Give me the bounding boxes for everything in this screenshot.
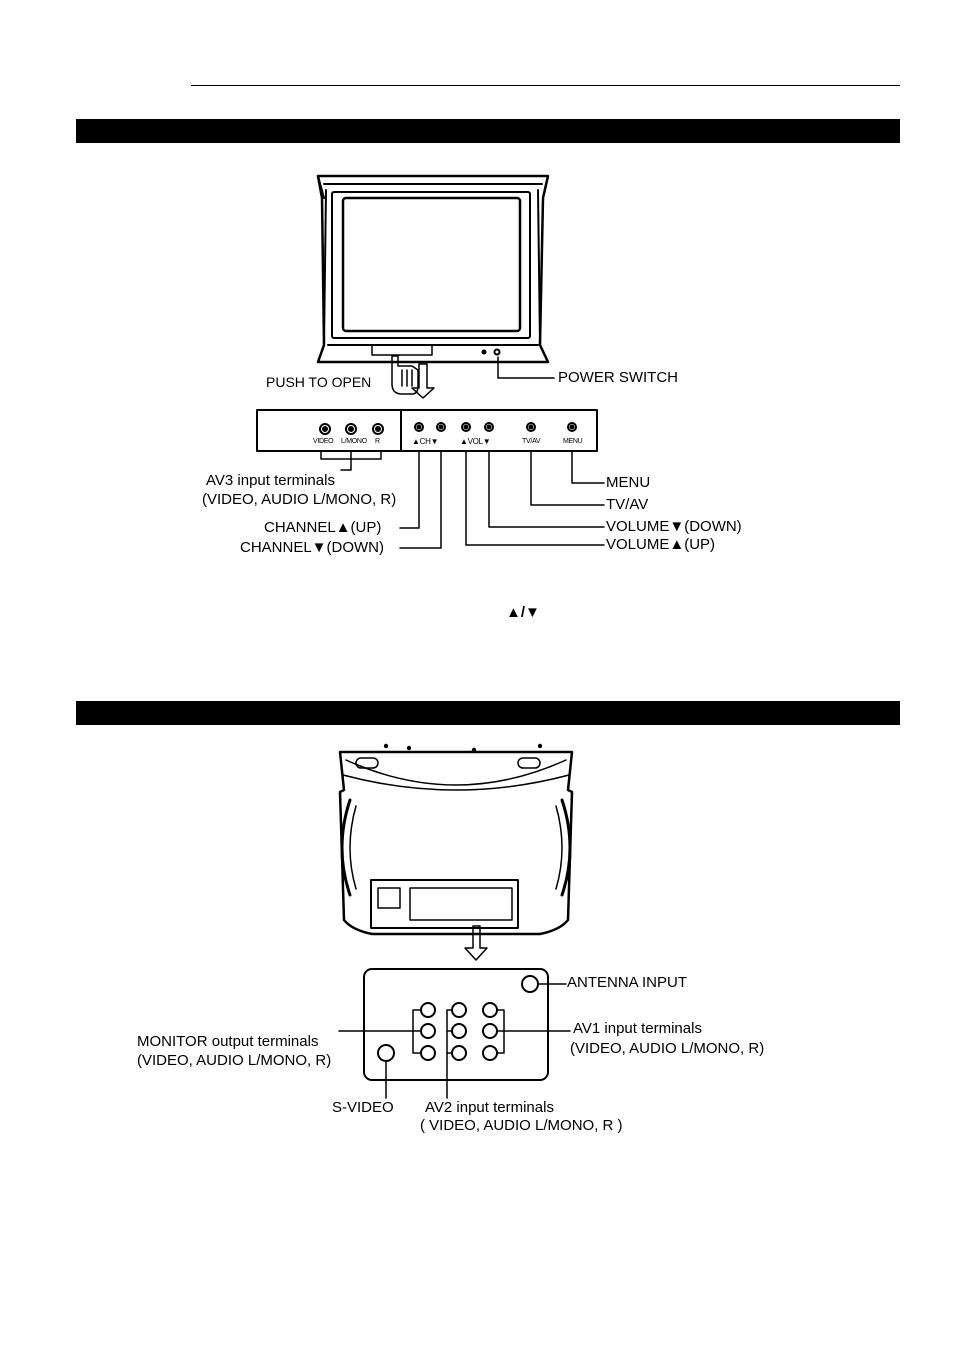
header-rule [191, 85, 900, 86]
channel-down-label: CHANNEL▼(DOWN) [240, 539, 385, 556]
tvav-label: TV/AV [606, 496, 649, 513]
av1-label-line2: (VIDEO, AUDIO L/MONO, R) [570, 1040, 765, 1057]
tv-rear-illustration [338, 750, 574, 936]
panel-video-label: VIDEO [313, 438, 334, 445]
arrows-note: ▲/▼ [506, 604, 540, 621]
front-control-panel [256, 409, 598, 452]
tv-front-illustration [316, 174, 550, 364]
monitor-label-line1: MONITOR output terminals [137, 1033, 319, 1050]
panel-tvav-label: TV/AV [522, 438, 541, 445]
hand-push-icon [391, 355, 419, 395]
antenna-input-label: ANTENNA INPUT [567, 974, 688, 991]
monitor-label-line2: (VIDEO, AUDIO L/MONO, R) [137, 1052, 332, 1069]
av2-label-line2: ( VIDEO, AUDIO L/MONO, R ) [420, 1117, 623, 1134]
volume-down-label: VOLUME▼(DOWN) [606, 518, 742, 535]
panel-r-label: R [375, 438, 380, 445]
av3-label-line2: (VIDEO, AUDIO L/MONO, R) [202, 491, 397, 508]
rear-jack-panel [363, 968, 549, 1081]
menu-label: MENU [606, 474, 651, 491]
av2-label-line1: AV2 input terminals [425, 1099, 554, 1116]
power-switch-label: POWER SWITCH [558, 369, 678, 386]
section-bar-rear [76, 701, 900, 725]
av3-label-line1: AV3 input terminals [206, 472, 335, 489]
panel-lmono-label: L/MONO [341, 438, 367, 445]
s-video-label: S-VIDEO [332, 1099, 394, 1116]
section-bar-front [76, 119, 900, 143]
panel-ch-label: ▲CH▼ [412, 437, 439, 446]
push-to-open-label: PUSH TO OPEN [266, 374, 372, 390]
volume-up-label: VOLUME▲(UP) [606, 536, 716, 553]
av1-label-line1: AV1 input terminals [573, 1020, 702, 1037]
down-arrow-icon [411, 363, 435, 399]
down-arrow-icon [464, 925, 488, 961]
channel-up-label: CHANNEL▲(UP) [264, 519, 382, 536]
panel-vol-label: ▲VOL▼ [460, 437, 491, 446]
panel-menu-label: MENU [563, 438, 583, 445]
